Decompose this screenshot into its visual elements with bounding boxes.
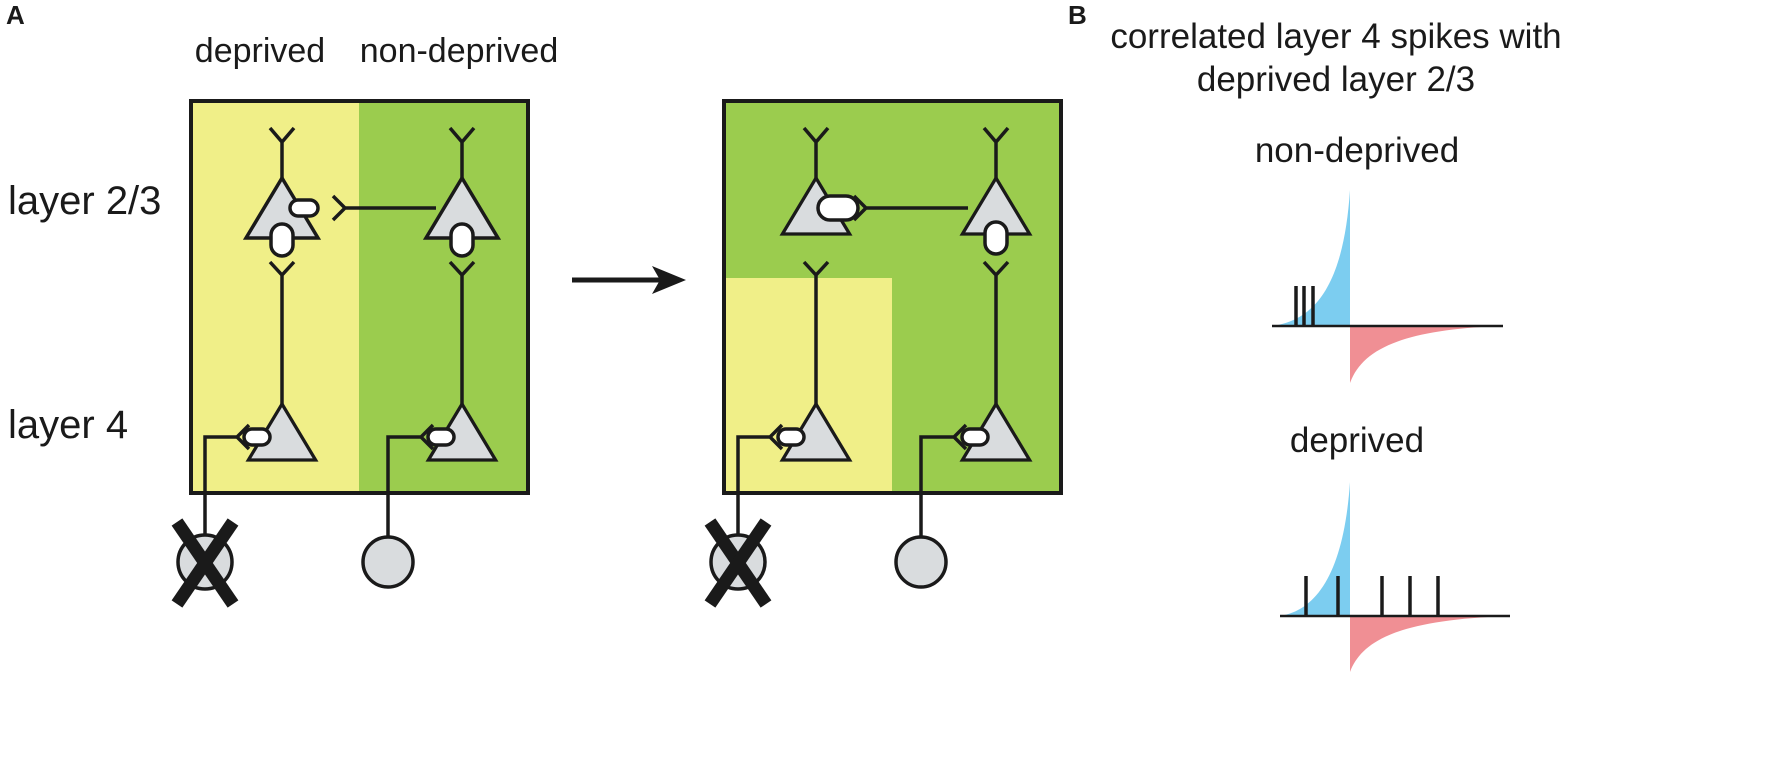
synapse xyxy=(426,427,456,447)
circuit-after xyxy=(704,99,1063,608)
panel-b-title-line-1: correlated layer 4 spikes with xyxy=(1110,17,1561,56)
stdp-label-non-deprived: non-deprived xyxy=(1255,131,1459,170)
non-deprived-column xyxy=(386,126,500,538)
stdp-window-non-deprived xyxy=(1272,190,1503,383)
circuit-before xyxy=(171,99,530,608)
stdp-label-deprived: deprived xyxy=(1290,421,1424,460)
thalamic-input xyxy=(736,423,784,553)
ltd-window xyxy=(1350,616,1508,672)
non-deprived-column xyxy=(919,126,1032,538)
layer-4-axon xyxy=(268,260,296,404)
synapse xyxy=(269,222,295,258)
horizontal-synapse xyxy=(288,198,320,218)
horizontal-connection xyxy=(331,194,436,222)
ltp-window xyxy=(1280,482,1350,616)
stdp-window-deprived xyxy=(1280,482,1510,672)
horizontal-connection xyxy=(852,194,968,222)
deprivation-x-icon xyxy=(171,518,239,608)
cortex-box xyxy=(189,99,530,495)
deprived-column xyxy=(203,126,320,553)
row-label-layer-2-3: layer 2/3 xyxy=(8,179,161,223)
apical-dendrite xyxy=(448,126,476,178)
ltp-window xyxy=(1272,190,1350,326)
deprived-column xyxy=(736,126,852,553)
layer-4-axon xyxy=(802,260,830,404)
synapse xyxy=(960,427,990,447)
transition-arrow-icon xyxy=(572,266,686,294)
layer-4-axon xyxy=(448,260,476,404)
thalamic-input xyxy=(919,423,968,538)
apical-dendrite xyxy=(802,126,830,178)
thalamic-input xyxy=(386,423,435,538)
deprivation-x-icon xyxy=(704,518,772,608)
apical-dendrite xyxy=(982,126,1010,178)
panel-a-letter: A xyxy=(6,0,25,30)
row-label-layer-4: layer 4 xyxy=(8,403,128,447)
synapse xyxy=(242,427,272,447)
synapse xyxy=(449,222,475,258)
apical-dendrite xyxy=(268,126,296,178)
layer-4-axon xyxy=(982,260,1010,404)
non-deprived-input-cell xyxy=(361,535,415,589)
column-label-deprived: deprived xyxy=(195,32,325,70)
panel-b-letter: B xyxy=(1068,0,1087,30)
column-label-non-deprived: non-deprived xyxy=(360,32,558,70)
strengthened-horizontal-synapse xyxy=(816,194,860,222)
panel-b-title-line-2: deprived layer 2/3 xyxy=(1197,60,1475,99)
non-deprived-input-cell xyxy=(894,535,948,589)
ltd-window xyxy=(1350,326,1500,383)
synapse xyxy=(983,220,1009,256)
synapse xyxy=(776,427,806,447)
cortex-box xyxy=(722,99,1063,495)
thalamic-input xyxy=(203,423,251,553)
